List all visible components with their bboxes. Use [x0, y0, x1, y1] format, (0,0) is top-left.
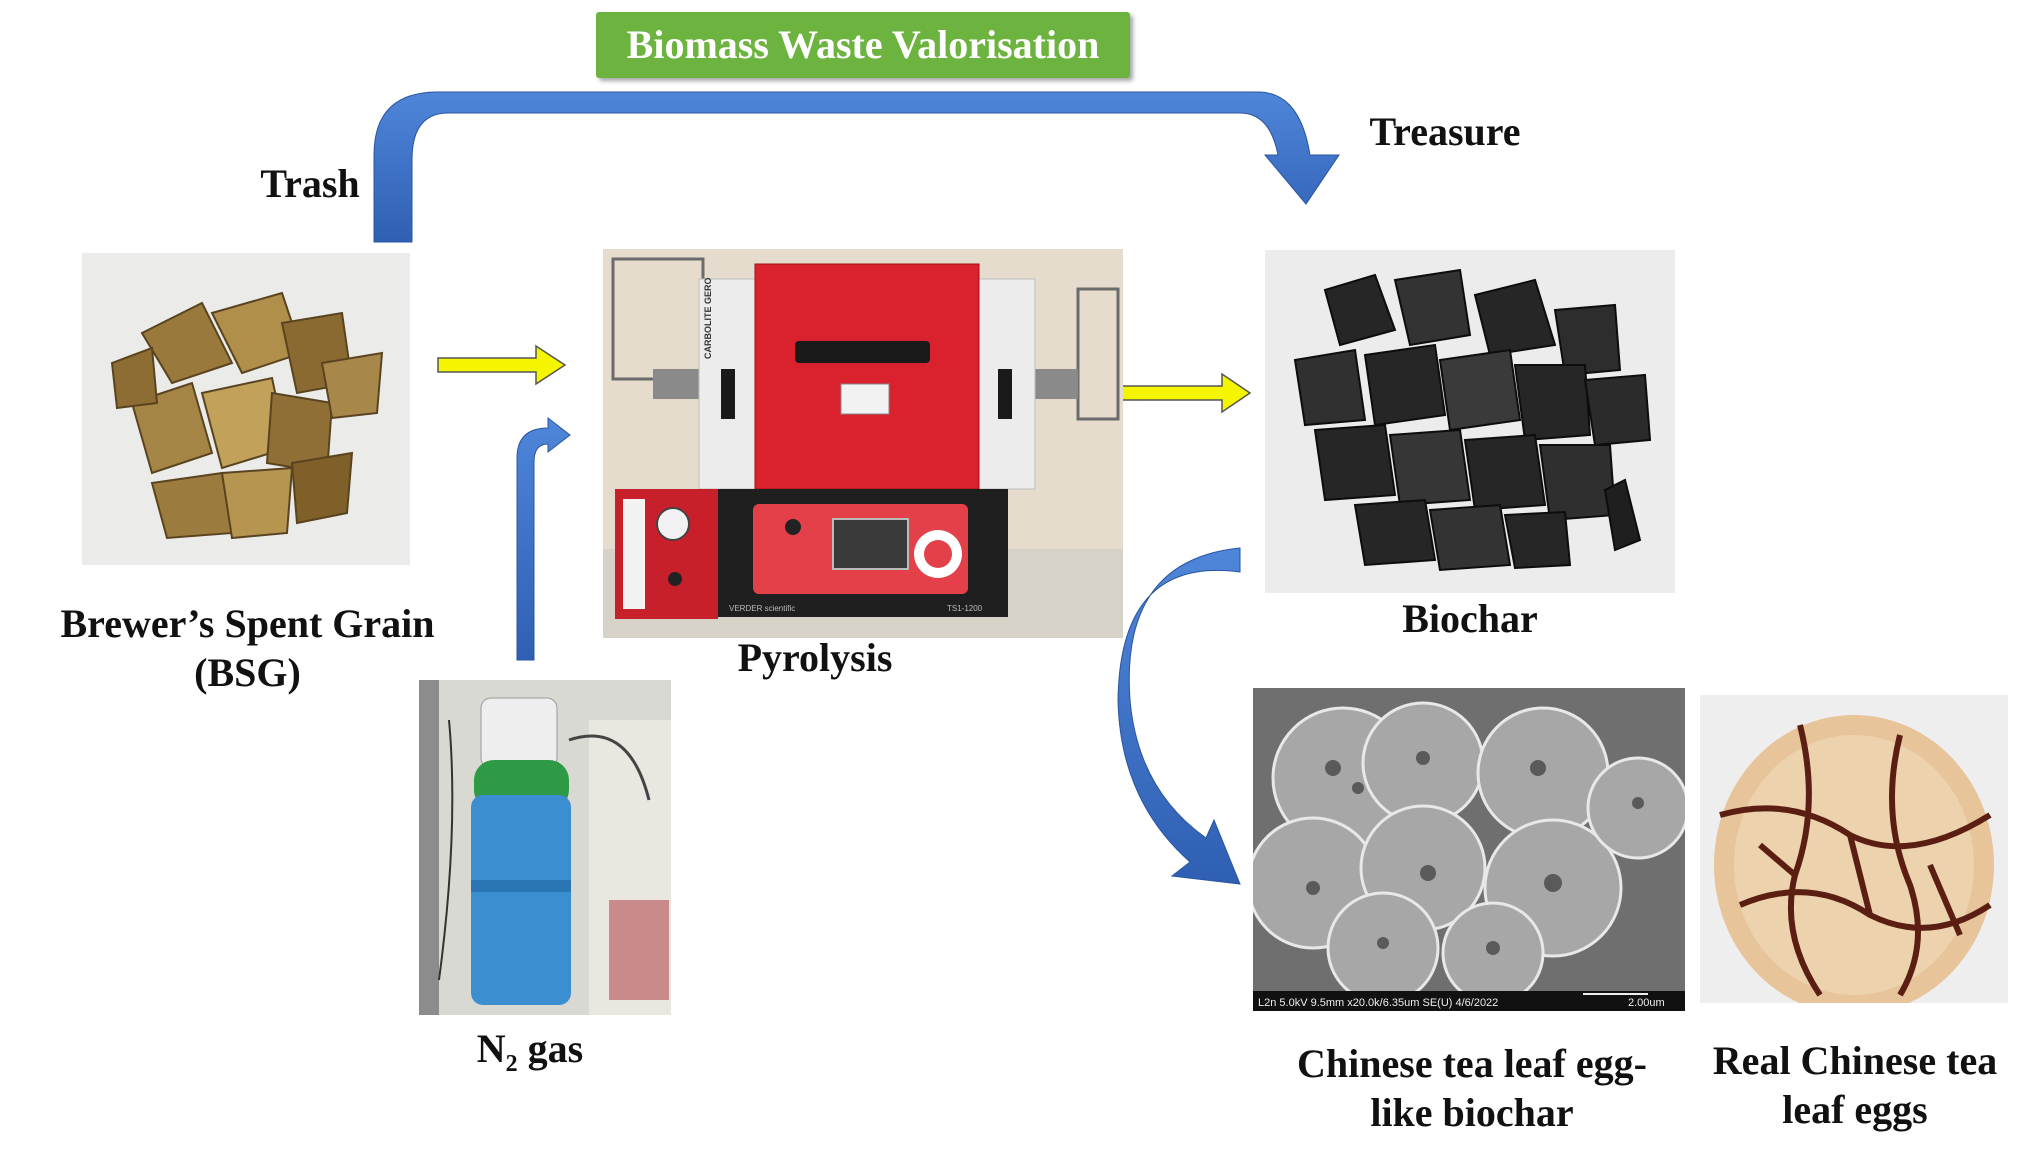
- tea-biochar-label-line2: like biochar: [1370, 1089, 1574, 1135]
- n2-symbol: N: [476, 1026, 506, 1071]
- sem-scale-text: 2.00um: [1628, 997, 1665, 1009]
- biochar-photo: [1265, 250, 1675, 593]
- furnace-model-text: TS1-1200: [947, 604, 983, 613]
- tea-biochar-label: Chinese tea leaf egg- like biochar: [1262, 1040, 1682, 1138]
- real-eggs-label-line2: leaf eggs: [1782, 1086, 1928, 1132]
- n2-subscript: 2: [505, 1051, 518, 1077]
- bsg-label-line1: Brewer’s Spent Grain: [60, 601, 435, 646]
- treasure-label: Treasure: [1369, 109, 1521, 154]
- furnace-maker-text: VERDER scientific: [729, 604, 795, 613]
- pyrolysis-to-biochar-arrow: [1121, 372, 1252, 414]
- tea-biochar-label-line1: Chinese tea leaf egg-: [1297, 1041, 1647, 1086]
- bsg-label: Brewer’s Spent Grain (BSG): [40, 600, 455, 698]
- tea-egg-photo: [1700, 695, 2008, 1003]
- n2-gas-label: N2 gas: [425, 1025, 635, 1079]
- biochar-to-sem-arrow: [1117, 547, 1241, 885]
- n2-suffix: gas: [517, 1026, 584, 1071]
- pyrolysis-furnace-photo: CARBOLITE GERO VERDER scientific TS1-120…: [603, 249, 1123, 638]
- trash-label: Trash: [260, 161, 360, 206]
- title-banner: Biomass Waste Valorisation: [596, 12, 1130, 78]
- trash-to-treasure-arrow: [373, 91, 1340, 243]
- real-eggs-label-line1: Real Chinese tea: [1712, 1038, 1998, 1083]
- sem-info-text: L2n 5.0kV 9.5mm x20.0k/6.35um SE(U) 4/6/…: [1258, 997, 1498, 1009]
- biochar-label: Biochar: [1402, 596, 1538, 641]
- n2-feed-arrow: [516, 416, 571, 661]
- sem-micrograph: L2n 5.0kV 9.5mm x20.0k/6.35um SE(U) 4/6/…: [1253, 688, 1685, 1011]
- bsg-photo: [82, 253, 410, 565]
- furnace-brand-text: CARBOLITE GERO: [703, 277, 713, 359]
- pyrolysis-label: Pyrolysis: [737, 635, 893, 680]
- real-eggs-label: Real Chinese tea leaf eggs: [1690, 1037, 2020, 1135]
- bsg-label-line2: (BSG): [194, 649, 301, 695]
- bsg-to-pyrolysis-arrow: [437, 344, 567, 386]
- n2-cylinder-photo: [419, 680, 671, 1015]
